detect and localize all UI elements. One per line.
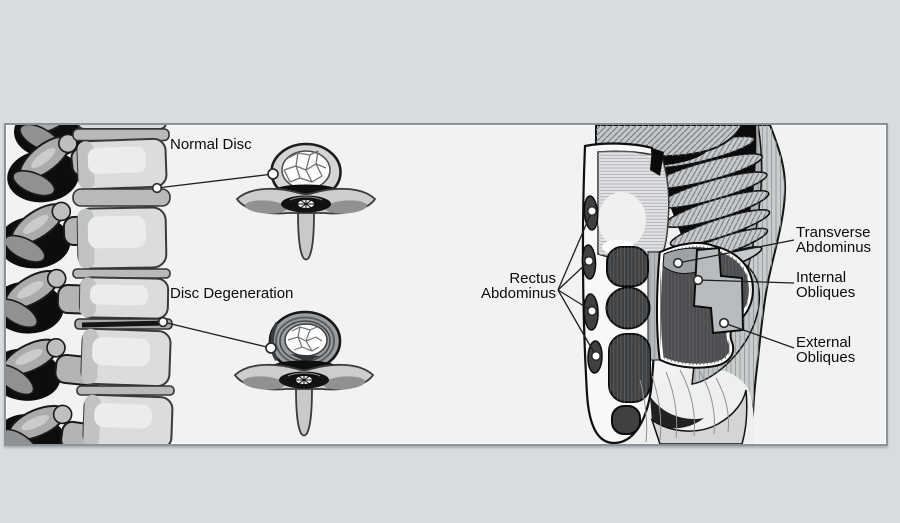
label-rectus-abdominus: Rectus Abdominus: [480, 270, 556, 302]
label-external-obliques: External Obliques: [796, 334, 856, 366]
label-transverse-abdominus: Transverse Abdominus: [796, 224, 872, 256]
label-internal-obliques: Internal Obliques: [796, 269, 856, 301]
label-normal-disc: Normal Disc: [170, 136, 252, 153]
label-disc-degeneration: Disc Degeneration: [170, 285, 294, 302]
illustration-panel: [4, 123, 888, 446]
